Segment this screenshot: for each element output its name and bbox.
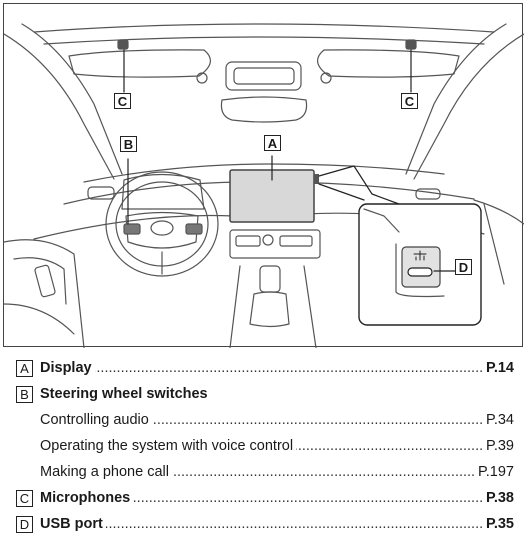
legend-label-voice-control: Operating the system with voice control bbox=[40, 438, 297, 454]
legend-row-controlling-audio[interactable]: ........................................… bbox=[14, 408, 514, 434]
callout-a: A bbox=[264, 135, 281, 151]
dashboard-illustration: A B C C D bbox=[3, 3, 524, 348]
legend-row-display[interactable]: A ......................................… bbox=[14, 356, 514, 382]
page-ref-voice-control[interactable]: P.39 bbox=[484, 438, 514, 454]
marker-c: C bbox=[16, 490, 33, 507]
legend-label-microphones: Microphones bbox=[40, 490, 134, 506]
page-ref-usb-port[interactable]: P.35 bbox=[484, 516, 514, 532]
dot-leader: ........................................… bbox=[40, 490, 486, 506]
marker-a: A bbox=[16, 360, 33, 377]
callout-d: D bbox=[455, 259, 472, 275]
legend-row-usb-port[interactable]: D ......................................… bbox=[14, 512, 514, 538]
legend-label-controlling-audio: Controlling audio bbox=[40, 412, 152, 428]
legend-row-voice-control[interactable]: ........................................… bbox=[14, 434, 514, 460]
dot-leader: ........................................… bbox=[40, 360, 486, 376]
callout-b: B bbox=[120, 136, 137, 152]
page-ref-display[interactable]: P.14 bbox=[484, 360, 514, 376]
legend-label-phone-call: Making a phone call bbox=[40, 464, 172, 480]
page-ref-phone-call[interactable]: P.197 bbox=[475, 464, 514, 480]
callout-c-right: C bbox=[401, 93, 418, 109]
legend-label-display: Display bbox=[40, 360, 95, 376]
legend-row-steering-switches: B Steering wheel switches bbox=[14, 382, 514, 408]
legend-label-steering-switches: Steering wheel switches bbox=[40, 386, 211, 402]
component-legend: A ......................................… bbox=[14, 356, 514, 538]
legend-row-microphones[interactable]: C ......................................… bbox=[14, 486, 514, 512]
dot-leader: ........................................… bbox=[40, 516, 486, 532]
legend-label-usb-port: USB port bbox=[40, 516, 106, 532]
legend-row-phone-call[interactable]: ........................................… bbox=[14, 460, 514, 486]
vehicle-interior-drawing bbox=[4, 23, 524, 348]
page-ref-microphones[interactable]: P.38 bbox=[484, 490, 514, 506]
marker-b: B bbox=[16, 386, 33, 403]
callout-c-left: C bbox=[114, 93, 131, 109]
marker-d: D bbox=[16, 516, 33, 533]
page-ref-controlling-audio[interactable]: P.34 bbox=[484, 412, 514, 428]
